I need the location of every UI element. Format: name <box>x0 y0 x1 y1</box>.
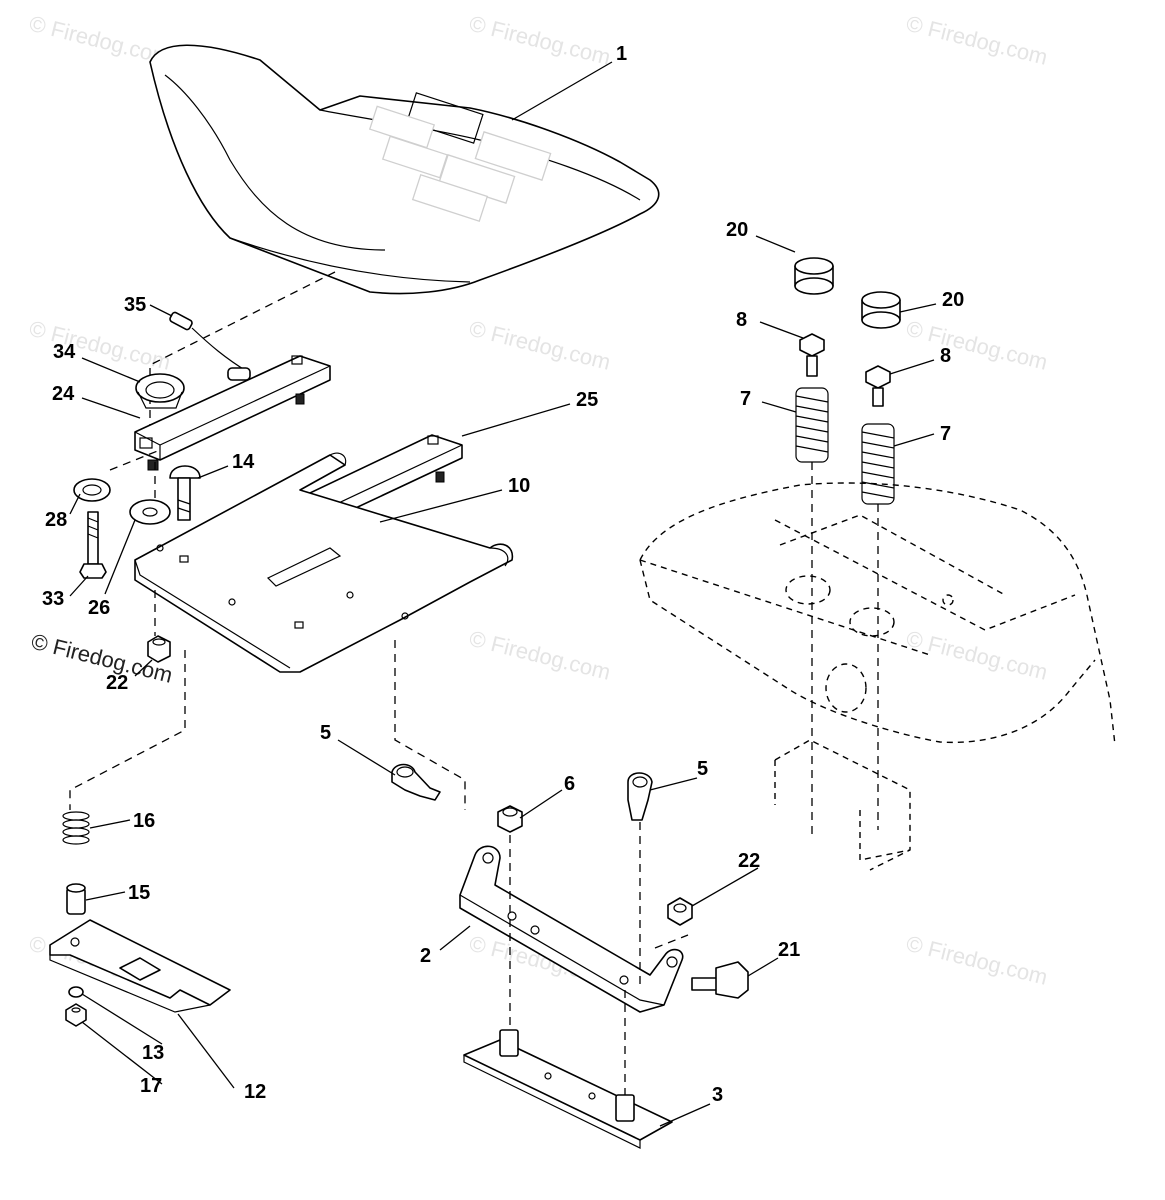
spring-part <box>795 387 829 463</box>
callout-5: 5 <box>697 758 708 780</box>
bracket-part <box>49 919 231 1013</box>
spring-part <box>62 811 90 845</box>
seat-part <box>149 44 660 295</box>
callout-12: 12 <box>244 1081 266 1103</box>
callout-10: 10 <box>508 475 530 497</box>
callout-20: 20 <box>726 219 748 241</box>
lock-nut-part <box>667 897 693 926</box>
callout-17: 17 <box>140 1075 162 1097</box>
pivot-bracket-part <box>459 845 684 1013</box>
callout-24: 24 <box>52 383 75 405</box>
callout-22: 22 <box>738 850 760 872</box>
watermark: © Firedog.com <box>467 626 613 685</box>
callout-8: 8 <box>736 309 747 331</box>
seat-pan-part <box>134 452 514 673</box>
watermark: © Firedog.com <box>467 316 613 375</box>
flange-bolt-part <box>799 333 825 377</box>
shoulder-bolt-part <box>691 961 749 999</box>
callout-26: 26 <box>88 597 110 619</box>
lock-nut-part <box>147 635 171 663</box>
watermark: © Firedog.com <box>904 626 1050 685</box>
callout-7: 7 <box>740 388 751 410</box>
callout-15: 15 <box>128 882 150 904</box>
callout-16: 16 <box>133 810 155 832</box>
callout-14: 14 <box>232 451 255 473</box>
watermark: © Firedog.com <box>904 316 1050 375</box>
callout-1: 1 <box>616 43 627 65</box>
nut-part <box>65 986 87 1027</box>
hex-nut-part <box>497 805 523 833</box>
callout-35: 35 <box>124 294 146 316</box>
washer-part <box>73 478 111 502</box>
clip-part <box>627 772 653 821</box>
leader-lines <box>69 235 937 1127</box>
flat-washer-part <box>129 499 171 525</box>
callout-2: 2 <box>420 945 431 967</box>
callout-34: 34 <box>53 341 76 363</box>
sensor-wire-part <box>169 311 251 381</box>
flange-bolt-part <box>865 365 891 407</box>
callout-21: 21 <box>778 939 800 961</box>
callout-7: 7 <box>940 423 951 445</box>
callout-33: 33 <box>42 588 64 610</box>
mounting-plate-part <box>463 1029 673 1149</box>
callout-5: 5 <box>320 722 331 744</box>
callout-6: 6 <box>564 773 575 795</box>
fender-outline <box>639 482 1116 871</box>
watermark: © Firedog.com <box>467 11 613 70</box>
spacer-part <box>861 291 901 329</box>
clip-part <box>391 763 441 801</box>
callout-8: 8 <box>940 345 951 367</box>
callout-22: 22 <box>106 672 128 694</box>
grommet-part <box>135 373 185 409</box>
spring-part <box>861 423 895 505</box>
spacer-part <box>794 257 834 295</box>
bolt-part <box>79 511 107 579</box>
carriage-bolt-part <box>169 465 201 521</box>
spacer-part <box>66 883 86 915</box>
watermark: © Firedog.com <box>904 11 1050 70</box>
leader-line <box>511 61 613 121</box>
callout-20: 20 <box>942 289 964 311</box>
callout-13: 13 <box>142 1042 164 1064</box>
callout-28: 28 <box>45 509 67 531</box>
watermark: © Firedog.com <box>904 931 1050 990</box>
callout-labels: 1 20 20 8 8 7 7 35 34 24 25 14 10 28 33 … <box>42 43 964 1106</box>
callout-25: 25 <box>576 389 598 411</box>
callout-3: 3 <box>712 1084 723 1106</box>
slide-rail-left <box>134 355 331 471</box>
